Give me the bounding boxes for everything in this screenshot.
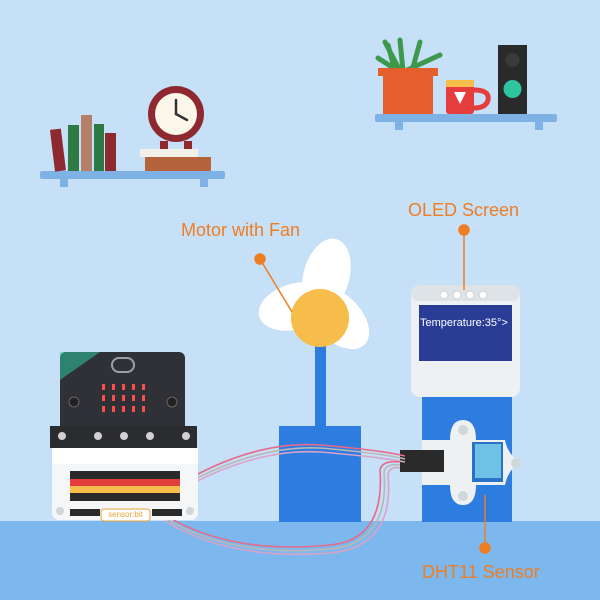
clock-icon <box>140 86 211 171</box>
cables <box>164 443 406 556</box>
oled-screen <box>419 305 512 361</box>
floor <box>0 521 600 600</box>
left-shelf <box>40 86 225 187</box>
traffic-light-icon <box>498 45 527 114</box>
books <box>49 115 116 172</box>
plant-icon <box>375 37 443 114</box>
callout-pointers <box>254 224 491 554</box>
microbit-board <box>50 352 198 522</box>
oled-display-text: Temperature:35°> <box>420 317 508 329</box>
board-brand-label: sensor:bit <box>108 510 143 519</box>
oled-screen-label: OLED Screen <box>408 200 520 220</box>
dht11-sensor-label: DHT11 Sensor <box>422 562 540 582</box>
fan-icon <box>258 238 370 522</box>
motor-with-fan-label: Motor with Fan <box>181 220 301 240</box>
dht11-sensor <box>400 420 521 505</box>
mug-icon <box>446 80 491 114</box>
right-shelf <box>375 37 557 130</box>
